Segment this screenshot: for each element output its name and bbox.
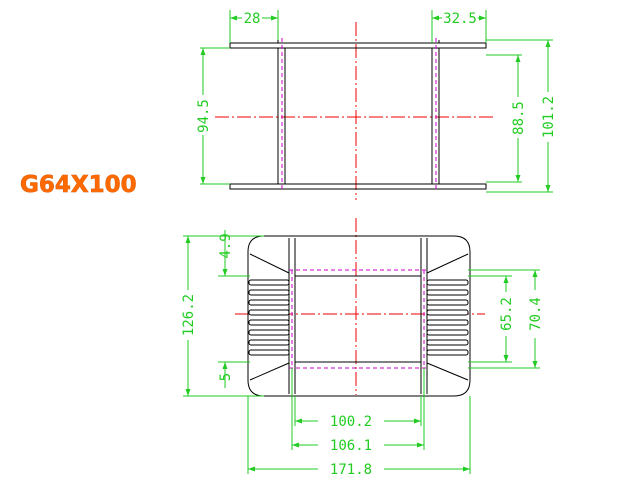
bottom-view-arrowheads [185, 236, 538, 472]
top-view-centerlines [215, 22, 495, 200]
bottom-view-outline [247, 235, 471, 397]
dim-outer-height: 101.2 [541, 96, 557, 138]
dim-inner-width: 100.2 [330, 414, 372, 430]
dim-top-offset: 4.9 [218, 233, 234, 258]
top-view-hidden-lines [281, 38, 437, 192]
top-view-dimension-lines [200, 10, 553, 193]
dim-inner-height: 94.5 [196, 99, 212, 133]
bottom-view-slots [248, 279, 469, 356]
top-view: 28 32.5 94.5 88.5 101.2 [196, 10, 557, 200]
dim-middle-width: 106.1 [330, 438, 372, 454]
top-view-outline [229, 40, 487, 190]
part-title: G64X100 [20, 172, 137, 198]
dim-window-height-bottom: 65.2 [499, 297, 515, 331]
dim-overall-height: 126.2 [181, 294, 197, 336]
dim-flange-right: 32.5 [443, 11, 477, 27]
top-view-arrowheads [200, 15, 551, 192]
dim-overall-width: 171.8 [330, 462, 372, 478]
dim-bottom-offset: 5 [218, 373, 234, 381]
bottom-view: 126.2 4.9 5 65.2 70.4 100.2 106.1 171.8 [181, 218, 544, 478]
dim-flange-left: 28 [244, 11, 261, 27]
dim-window-height: 88.5 [511, 101, 527, 135]
dim-core-height: 70.4 [528, 297, 544, 331]
bottom-view-dimension-lines [183, 230, 540, 474]
bottom-view-hidden-lines [289, 269, 427, 369]
